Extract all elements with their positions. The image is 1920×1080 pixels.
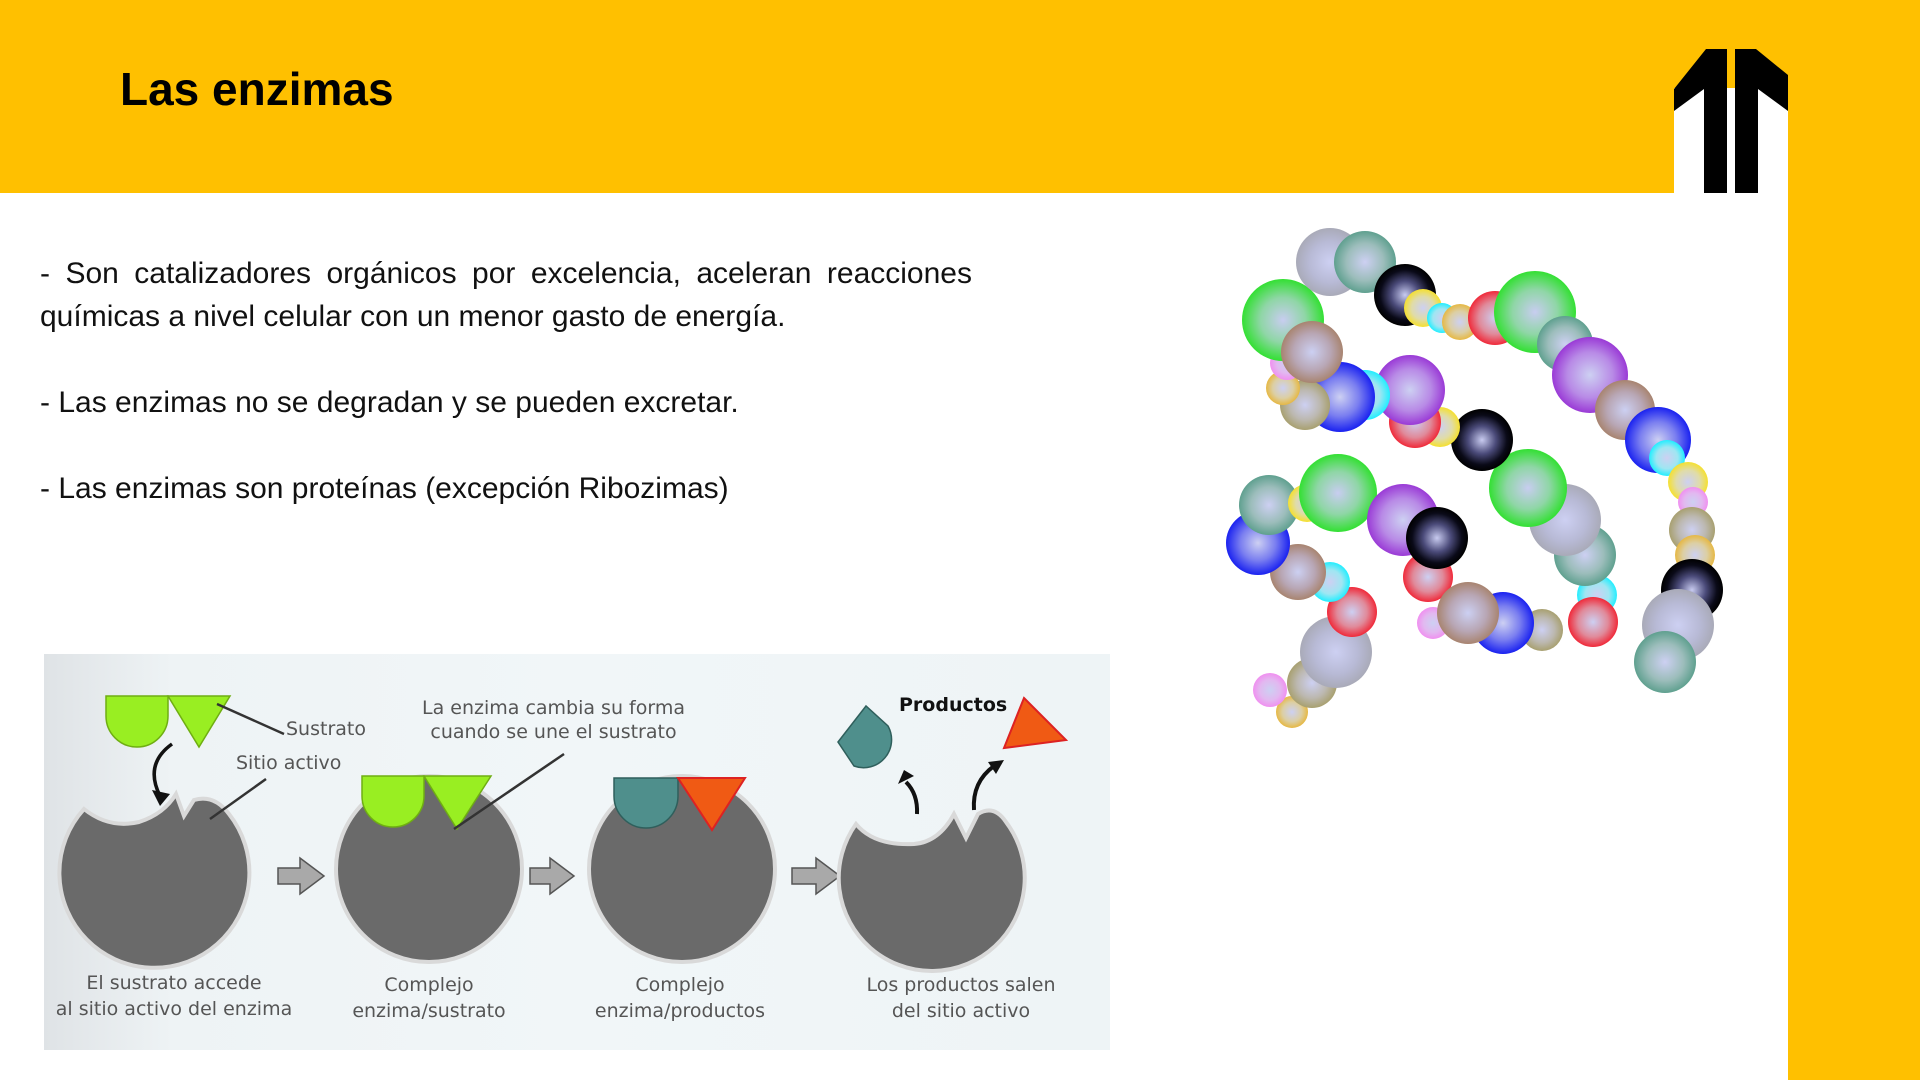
product-round-icon [837, 704, 893, 769]
enzyme-mechanism-diagram: Sustrato Sitio activo La enzima cambia s… [44, 654, 1110, 1050]
double-arrow-up-logo-icon [1674, 49, 1788, 193]
product-triangle-icon [1002, 696, 1069, 750]
protein-chain-illustration-icon [1226, 228, 1723, 728]
slide-title: Las enzimas [120, 63, 394, 115]
right-accent-bar [1788, 0, 1920, 1080]
label-cambio-forma: La enzima cambia su forma cuando se une … [422, 697, 685, 743]
bullet-list: - Son catalizadores orgánicos por excele… [40, 252, 972, 510]
bullet-1: - Son catalizadores orgánicos por excele… [40, 257, 972, 333]
bullet-3: - Las enzimas son proteínas (excepción R… [40, 472, 729, 505]
step-2-caption: Complejo enzima/sustrato [352, 974, 506, 1022]
bullet-2: - Las enzimas no se degradan y se pueden… [40, 386, 739, 419]
logo-background [1674, 88, 1788, 193]
header-band [0, 0, 1920, 193]
diagram-graphics [57, 695, 1069, 973]
step-3-caption: Complejo enzima/productos [594, 974, 766, 1022]
substrate-icon [105, 695, 232, 749]
step-4-caption: Los productos salen del sitio activo [866, 974, 1056, 1022]
label-sitio-activo: Sitio activo [236, 752, 342, 774]
enzyme-2-icon [334, 774, 524, 964]
enzyme-1-icon [57, 789, 252, 970]
enzyme-4-icon [836, 808, 1027, 973]
enzyme-3-icon [587, 774, 777, 964]
step-1-caption: El sustrato accede al sitio activo del e… [55, 972, 293, 1020]
label-sustrato: Sustrato [286, 718, 366, 740]
label-productos: Productos [899, 694, 1008, 716]
